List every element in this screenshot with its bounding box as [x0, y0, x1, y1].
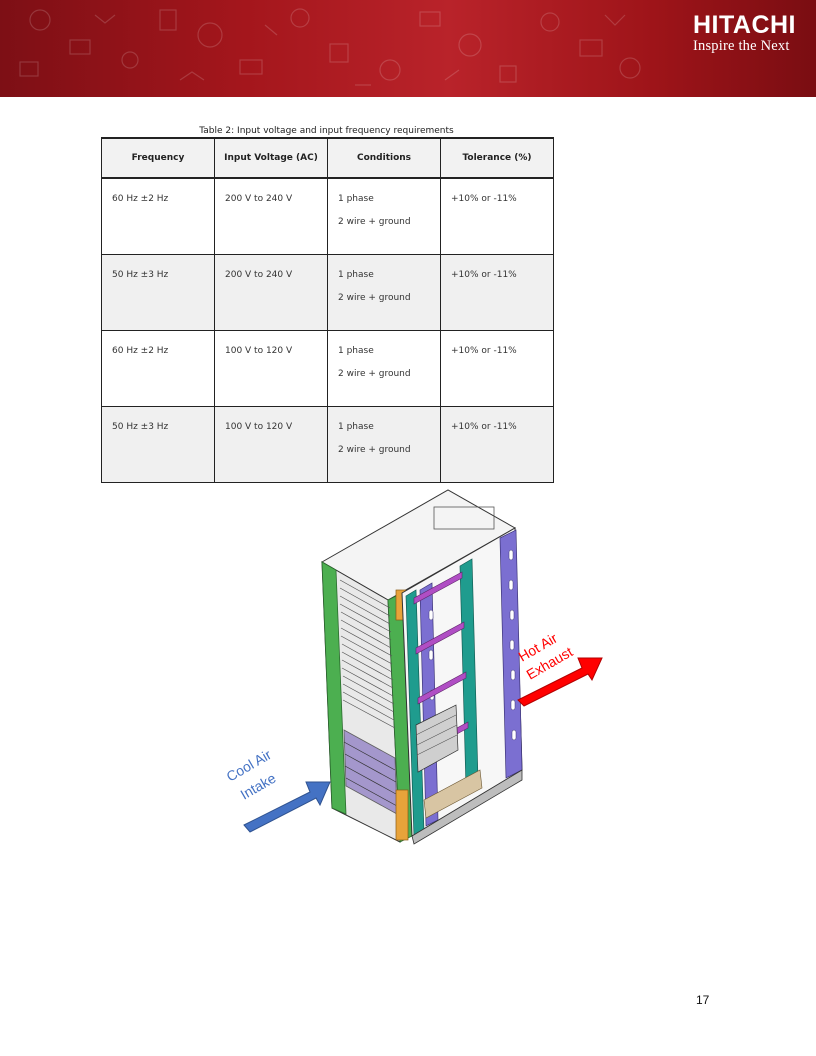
header-banner: HITACHI Inspire the Next — [0, 0, 816, 97]
page-number: 17 — [696, 993, 710, 1007]
cell-phase: 1 phase — [338, 422, 374, 432]
cell-phase: 1 phase — [338, 194, 374, 204]
table-header-row: Frequency Input Voltage (AC) Conditions … — [101, 137, 554, 179]
header-tolerance: Tolerance (%) — [440, 137, 554, 179]
banner-pattern — [19, 8, 641, 86]
cell-voltage: 200 V to 240 V — [214, 254, 328, 331]
cell-phase: 1 phase — [338, 346, 374, 356]
rack-drawing — [320, 489, 523, 845]
cell-wiring: 2 wire + ground — [338, 217, 411, 227]
cell-tolerance: +10% or -11% — [440, 406, 554, 483]
cell-conditions: 1 phase 2 wire + ground — [327, 177, 441, 255]
cell-frequency: 50 Hz ±3 Hz — [101, 254, 215, 331]
cool-air-intake-arrow — [243, 781, 331, 833]
table-row: 50 Hz ±3 Hz 200 V to 240 V 1 phase 2 wire… — [101, 254, 554, 331]
table-row: 60 Hz ±2 Hz 100 V to 120 V 1 phase 2 wire… — [101, 330, 554, 407]
cell-frequency: 60 Hz ±2 Hz — [101, 330, 215, 407]
requirements-table: Frequency Input Voltage (AC) Conditions … — [101, 137, 554, 483]
cell-voltage: 200 V to 240 V — [214, 177, 328, 255]
cell-tolerance: +10% or -11% — [440, 330, 554, 407]
header-conditions: Conditions — [327, 137, 441, 179]
cell-wiring: 2 wire + ground — [338, 369, 411, 379]
cell-conditions: 1 phase 2 wire + ground — [327, 254, 441, 331]
hot-air-exhaust-arrow — [517, 657, 603, 707]
cell-frequency: 50 Hz ±3 Hz — [101, 406, 215, 483]
cell-frequency: 60 Hz ±2 Hz — [101, 177, 215, 255]
header-frequency: Frequency — [101, 137, 215, 179]
cell-tolerance: +10% or -11% — [440, 254, 554, 331]
cell-conditions: 1 phase 2 wire + ground — [327, 330, 441, 407]
cell-phase: 1 phase — [338, 270, 374, 280]
table-row: 60 Hz ±2 Hz 200 V to 240 V 1 phase 2 wire… — [101, 177, 554, 255]
cell-wiring: 2 wire + ground — [338, 293, 411, 303]
logo-wordmark: HITACHI — [692, 11, 796, 39]
header-input-voltage: Input Voltage (AC) — [214, 137, 328, 179]
logo-tagline: Inspire the Next — [692, 38, 790, 54]
table-row: 50 Hz ±3 Hz 100 V to 120 V 1 phase 2 wire… — [101, 406, 554, 483]
cell-tolerance: +10% or -11% — [440, 177, 554, 255]
cell-wiring: 2 wire + ground — [338, 445, 411, 455]
hitachi-logo: HITACHI Inspire the Next — [693, 12, 796, 54]
cell-voltage: 100 V to 120 V — [214, 406, 328, 483]
rack-airflow-figure: Cool Air Intake Hot Air Exhaust — [224, 489, 603, 845]
cell-voltage: 100 V to 120 V — [214, 330, 328, 407]
cell-conditions: 1 phase 2 wire + ground — [327, 406, 441, 483]
table-caption: Table 2: Input voltage and input frequen… — [199, 126, 454, 136]
vent-lines — [339, 579, 396, 729]
